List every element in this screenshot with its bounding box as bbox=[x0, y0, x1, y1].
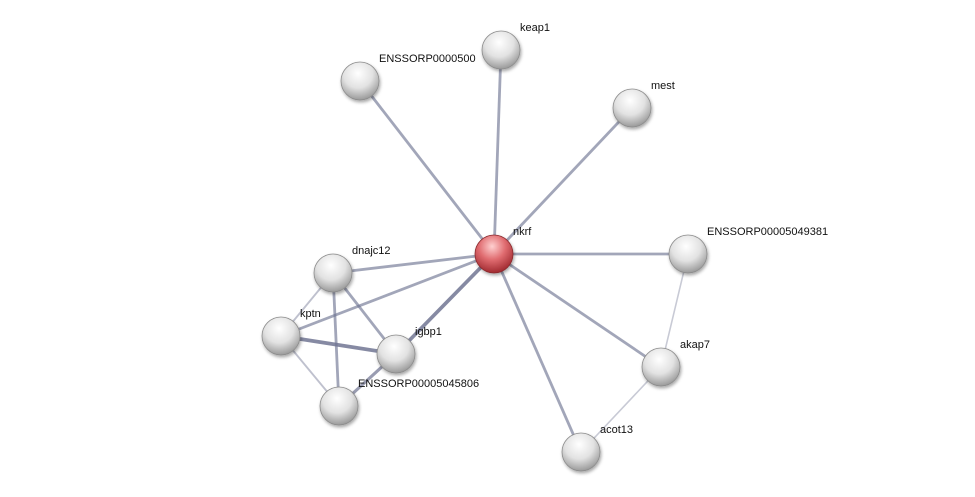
edge-nkrf-mest[interactable] bbox=[492, 107, 634, 255]
node-label-enssorp500: ENSSORP0000500 bbox=[379, 53, 476, 65]
node-label-dnajc12: dnajc12 bbox=[352, 245, 391, 257]
node-label-acot13: acot13 bbox=[600, 424, 633, 436]
node-nkrf[interactable] bbox=[474, 234, 514, 274]
node-label-mest: mest bbox=[651, 80, 675, 92]
node-label-nkrf: nkrf bbox=[513, 226, 532, 238]
node-dnajc12[interactable] bbox=[313, 253, 353, 293]
edge-kptn-igbp1[interactable] bbox=[280, 334, 397, 356]
node-acot13[interactable] bbox=[561, 432, 601, 472]
edge-nkrf-acot13[interactable] bbox=[492, 253, 583, 453]
node-kptn[interactable] bbox=[261, 316, 301, 356]
node-label-enssorp49381: ENSSORP00005049381 bbox=[707, 226, 828, 238]
edge-nkrf-enssorp500[interactable] bbox=[358, 80, 496, 255]
edge-nkrf-kptn[interactable] bbox=[280, 252, 495, 338]
node-label-akap7: akap7 bbox=[680, 339, 710, 351]
node-label-igbp1: igbp1 bbox=[415, 326, 442, 338]
node-igbp1[interactable] bbox=[376, 334, 416, 374]
edge-nkrf-dnajc12[interactable] bbox=[332, 252, 495, 275]
node-enssorp500[interactable] bbox=[340, 61, 380, 101]
node-akap7[interactable] bbox=[641, 347, 681, 387]
node-label-enssorp45806: ENSSORP00005045806 bbox=[358, 378, 479, 390]
node-enssorp45806[interactable] bbox=[319, 386, 359, 426]
node-label-keap1: keap1 bbox=[520, 22, 550, 34]
edge-akap7-acot13[interactable] bbox=[580, 366, 662, 453]
node-mest[interactable] bbox=[612, 88, 652, 128]
edge-nkrf-igbp1[interactable] bbox=[394, 252, 496, 356]
node-enssorp49381[interactable] bbox=[668, 234, 708, 274]
node-keap1[interactable] bbox=[481, 30, 521, 70]
edge-dnajc12-enssorp45806[interactable] bbox=[331, 272, 341, 407]
node-label-kptn: kptn bbox=[300, 308, 321, 320]
edge-nkrf-akap7[interactable] bbox=[493, 252, 662, 369]
edge-nkrf-keap1[interactable] bbox=[492, 49, 503, 255]
